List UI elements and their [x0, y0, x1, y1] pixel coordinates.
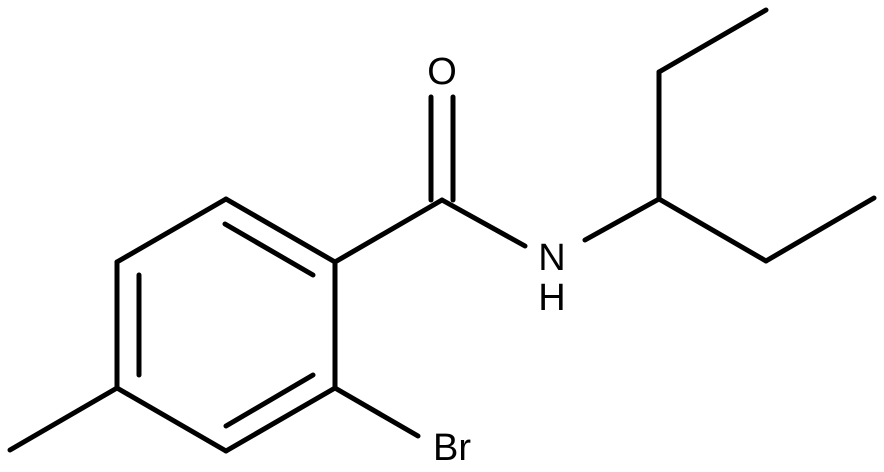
bond-lower-ch2-ch3 [763, 195, 877, 264]
bond-ring-5 [114, 385, 229, 454]
atom-label-nitrogen: N [538, 237, 565, 279]
bond-ring-inner-2 [223, 372, 316, 429]
bond-ring-2 [223, 196, 338, 265]
bond-ring-1 [114, 196, 229, 265]
atom-label-oxygen: O [427, 51, 457, 93]
bond-carbonyl-nitrogen [439, 197, 528, 249]
bond-ring-inner-1 [222, 221, 316, 278]
atom-label-hydrogen: H [538, 277, 565, 319]
bond-ring-bromine [332, 385, 421, 439]
bond-upper-ch2-ch3 [656, 7, 769, 75]
bond-methyl [7, 385, 120, 453]
bond-ring-carbonyl [332, 197, 445, 265]
bond-ch-lower-ch2 [656, 196, 769, 264]
bond-nitrogen-ch [582, 196, 662, 243]
bond-ring-4 [223, 385, 338, 454]
atom-label-bromine: Br [433, 427, 471, 469]
